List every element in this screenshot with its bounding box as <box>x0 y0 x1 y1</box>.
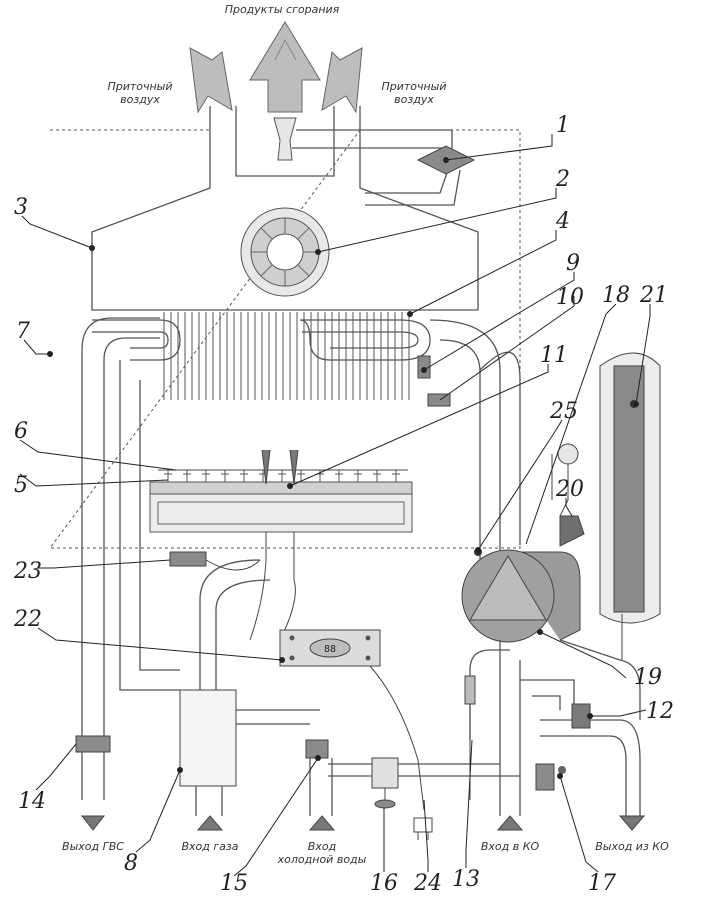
burner-tube <box>392 470 400 482</box>
part-label-11: 11 <box>540 343 568 368</box>
part-label-8: 8 <box>124 851 138 876</box>
part-label-20: 20 <box>555 477 584 502</box>
three-way-valve <box>371 757 399 809</box>
burner-tube <box>354 470 362 482</box>
dhw-outlet-pipe <box>81 317 180 800</box>
control-board: 88 <box>279 629 381 667</box>
caption-heating-outlet: Выход из КО <box>595 840 669 853</box>
filling-tap <box>535 763 566 791</box>
pressure-tap <box>464 649 510 800</box>
leader-dots <box>47 157 639 779</box>
control-board-display: 88 <box>324 644 336 655</box>
flow-sensor <box>305 739 520 816</box>
part-label-17: 17 <box>588 871 616 896</box>
burner-tube <box>297 470 305 482</box>
burner <box>149 469 413 533</box>
flue-sensor <box>169 551 261 571</box>
leader-lines <box>19 134 651 877</box>
part-label-16: 16 <box>370 871 398 896</box>
caption-heating-inlet: Вход в КО <box>481 840 540 853</box>
part-label-7: 7 <box>16 319 30 344</box>
burner-tube <box>373 470 381 482</box>
part-label-3: 3 <box>14 195 28 220</box>
part-label-24: 24 <box>413 871 442 896</box>
part-label-22: 22 <box>13 607 42 632</box>
electrodes <box>249 449 299 641</box>
part-label-9: 9 <box>566 251 580 276</box>
heat-exchanger <box>92 309 431 400</box>
part-label-4: 4 <box>555 209 570 234</box>
air-intake-right-arrow <box>321 47 363 114</box>
air-vent <box>559 515 585 547</box>
part-label-23: 23 <box>13 559 42 584</box>
fan <box>240 207 330 297</box>
caption-cold-inlet-1: Вход <box>308 840 336 853</box>
part-label-12: 12 <box>646 699 674 724</box>
part-label-1: 1 <box>556 113 570 138</box>
part-label-6: 6 <box>14 419 28 444</box>
burner-tube <box>278 470 286 482</box>
caption-air-left-1: Приточный <box>107 80 172 93</box>
part-label-18: 18 <box>602 283 630 308</box>
part-label-25: 25 <box>549 399 578 424</box>
part-label-2: 2 <box>555 167 570 192</box>
burner-tube <box>335 470 343 482</box>
part-numbers: 1 2 3 4 5 6 7 8 9 10 11 12 13 14 15 16 1… <box>13 113 674 896</box>
part-label-21: 21 <box>639 283 668 308</box>
dhw-sensor <box>75 735 111 753</box>
burner-tube <box>183 470 191 482</box>
caption-air-right-2: воздух <box>394 93 434 106</box>
power-plug <box>369 665 433 840</box>
sealed-chamber <box>49 129 521 549</box>
caption-combustion-products: Продукты сгорания <box>225 3 340 16</box>
burner-tube <box>240 470 248 482</box>
flue-hood <box>91 106 479 311</box>
part-label-19: 19 <box>634 665 662 690</box>
air-intake-left-arrow <box>189 47 233 114</box>
flue-venturi <box>273 117 297 161</box>
bottom-arrows <box>80 815 646 831</box>
expansion-tank <box>599 352 661 660</box>
caption-air-right-1: Приточный <box>381 80 446 93</box>
heating-pipes-bottom <box>499 639 641 816</box>
heating-pipe-right <box>429 319 521 560</box>
exhaust-arrow <box>249 21 321 113</box>
manometer <box>551 443 579 517</box>
part-label-5: 5 <box>14 473 28 498</box>
caption-cold-inlet-2: холодной воды <box>277 853 367 866</box>
part-label-13: 13 <box>452 867 480 892</box>
circulation-pump <box>461 548 581 643</box>
part-label-14: 14 <box>18 789 46 814</box>
caption-gas-inlet: Вход газа <box>182 840 239 853</box>
caption-dhw-outlet: Выход ГВС <box>62 840 124 853</box>
dhw-heat-exchanger <box>179 559 320 816</box>
burner-tube <box>202 470 210 482</box>
burner-tube <box>221 470 229 482</box>
safety-valve <box>571 703 591 729</box>
caption-air-left-2: воздух <box>120 93 160 106</box>
part-label-10: 10 <box>556 285 584 310</box>
part-label-15: 15 <box>220 871 248 896</box>
